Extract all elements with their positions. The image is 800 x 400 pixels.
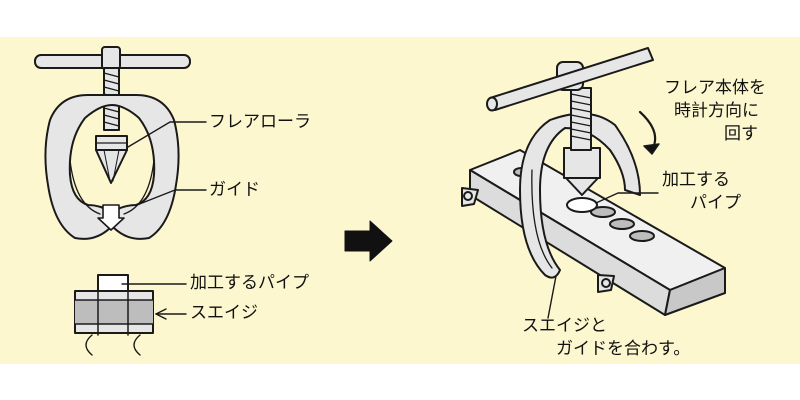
label-rotate-line3: 回す: [724, 124, 758, 144]
left-flaring-yoke: [34, 46, 207, 240]
leader-guide: [136, 189, 207, 206]
pipe-end: [97, 274, 129, 292]
leader-pipe-right: [595, 192, 659, 204]
leader-flare-roller: [127, 121, 207, 148]
guide-arrow: [97, 204, 125, 231]
label-swage-left: スエイジ: [190, 303, 258, 323]
flare-cone: [95, 149, 128, 184]
label-pipe-right-line2: パイプ: [690, 193, 741, 213]
yoke-body: [44, 94, 180, 240]
label-guide: ガイド: [209, 180, 260, 200]
label-pipe-right-line1: 加工する: [662, 170, 730, 190]
label-align-line1: スエイジと: [522, 316, 607, 336]
left-swage-block: [74, 274, 187, 356]
process-arrow: [344, 220, 393, 262]
label-align-line2: ガイドを合わす。: [556, 339, 691, 359]
right-assembly: [461, 47, 726, 319]
label-flare-roller: フレアローラ: [209, 112, 311, 132]
leader-swage-guide: [547, 275, 557, 319]
label-pipe-left: 加工するパイプ: [190, 273, 309, 293]
pipe-right: [566, 197, 598, 213]
yoke-right: [519, 112, 641, 279]
wing-nut-right: [597, 274, 615, 293]
label-rotate-line1: フレア本体を: [664, 78, 766, 98]
label-rotate-line2: 時計方向に: [674, 101, 759, 121]
